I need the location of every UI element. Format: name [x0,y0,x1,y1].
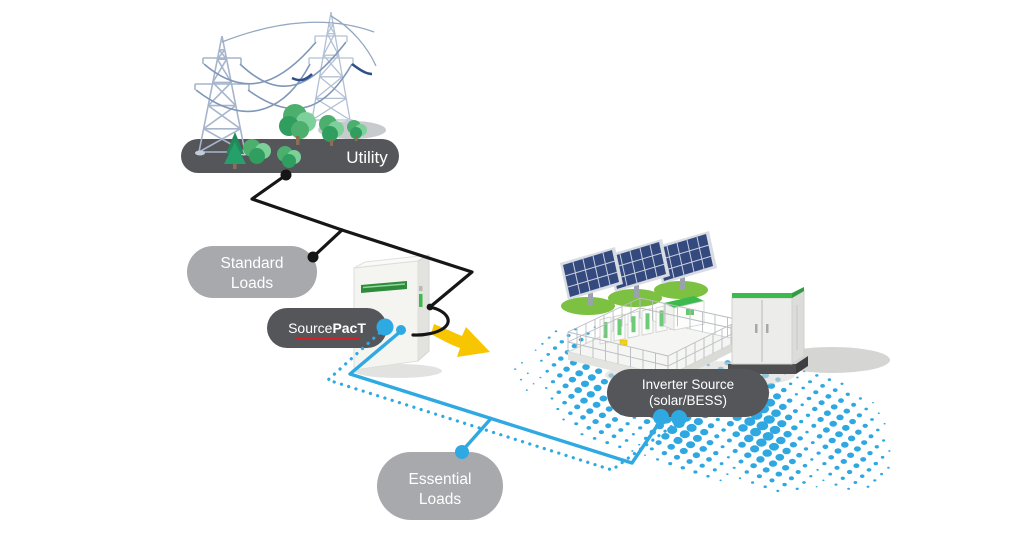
essential-loads-pill [377,452,503,520]
essential-loads-label-2: Loads [419,491,461,508]
breaker-switch-icon [411,305,450,337]
solar-panels-icon [560,231,717,315]
utility-tap-dot [280,169,292,181]
standard-loads-tap-dot [307,251,319,263]
sourcepact-label-bold: PacT [332,320,366,336]
sourcepact-blue-dot [376,318,394,336]
inverter-source-label-2: (solar/BESS) [649,393,727,408]
device-blue-dot [396,325,406,335]
essential-loads-dotted-line [324,326,681,472]
transmission-towers-icon [194,35,250,153]
essential-loads-label-1: Essential [409,471,472,488]
inverter-cabinet-icon [728,287,808,374]
power-wires [195,15,377,113]
utility-label: Utility [346,148,388,167]
breaker-hinge-dot [426,303,434,311]
inverter-tap-dot-1 [653,409,669,425]
inverter-source-label-1: Inverter Source [642,377,734,392]
utility-feed-line [250,173,474,337]
trees-icon [224,104,367,169]
essential-loads-tap-dot [455,445,469,459]
sourcepact-label-prefix: Source [288,320,333,336]
sourcepact-label: SourcePacT [288,320,366,336]
inverter-tap-dot-2 [671,410,687,426]
standard-loads-label-1: Standard [221,255,284,272]
essential-line-dots [376,318,687,459]
essential-loads-line [348,329,663,465]
inverter-source-pill [607,369,769,417]
power-flow-arrow-icon [431,324,490,357]
standard-loads-pill [187,246,317,298]
standard-loads-label-2: Loads [231,275,273,292]
transmission-tower-back [308,11,354,121]
